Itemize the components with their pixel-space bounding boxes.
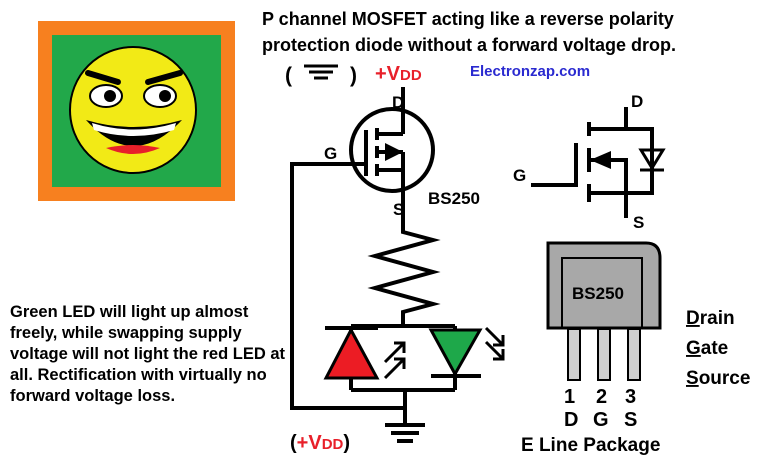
title-line-2: protection diode without a forward volta… <box>262 35 676 55</box>
symbol-arrow <box>590 151 611 169</box>
mosfet-part-label: BS250 <box>428 189 480 208</box>
description-text: Green LED will light up almost freely, w… <box>10 303 286 405</box>
mosfet-source-label: S <box>393 200 404 219</box>
package-pins <box>567 328 641 381</box>
ground-icon <box>304 64 338 80</box>
legend-source: Source <box>686 368 750 389</box>
symbol-gate-label: G <box>513 166 526 185</box>
pin-3-letter: S <box>624 409 637 431</box>
mosfet-symbol <box>531 107 654 218</box>
package-part-label: BS250 <box>572 284 624 303</box>
mosfet-circuit <box>290 87 457 425</box>
diode-icon <box>638 148 666 172</box>
pin-1-number: 1 <box>564 386 575 408</box>
legend-drain: Drain <box>686 308 735 329</box>
pin-2-number: 2 <box>596 386 607 408</box>
smiley-face-icon <box>38 21 235 201</box>
pin-2-letter: G <box>593 409 609 431</box>
led-icon <box>323 326 483 380</box>
pin-1-letter: D <box>564 409 578 431</box>
mosfet-drain-label: D <box>392 93 404 112</box>
supply-top-paren-close: ) <box>350 64 357 87</box>
supply-top-label: +VDD <box>375 63 422 85</box>
legend-gate: Gate <box>686 338 728 359</box>
package-caption: E Line Package <box>521 435 660 456</box>
ground-icon <box>385 423 425 443</box>
supply-bottom-label: (+VDD) <box>290 432 350 454</box>
pin-3-number: 3 <box>625 386 636 408</box>
light-arrows-icon <box>383 326 505 380</box>
symbol-drain-label: D <box>631 92 643 111</box>
website-link[interactable]: Electronzap.com <box>470 63 590 80</box>
title-line-1: P channel MOSFET acting like a reverse p… <box>262 9 674 29</box>
mosfet-gate-label: G <box>324 144 337 163</box>
mosfet-arrow <box>385 143 403 161</box>
supply-top-paren-open: ( <box>285 64 292 87</box>
symbol-source-label: S <box>633 213 644 232</box>
